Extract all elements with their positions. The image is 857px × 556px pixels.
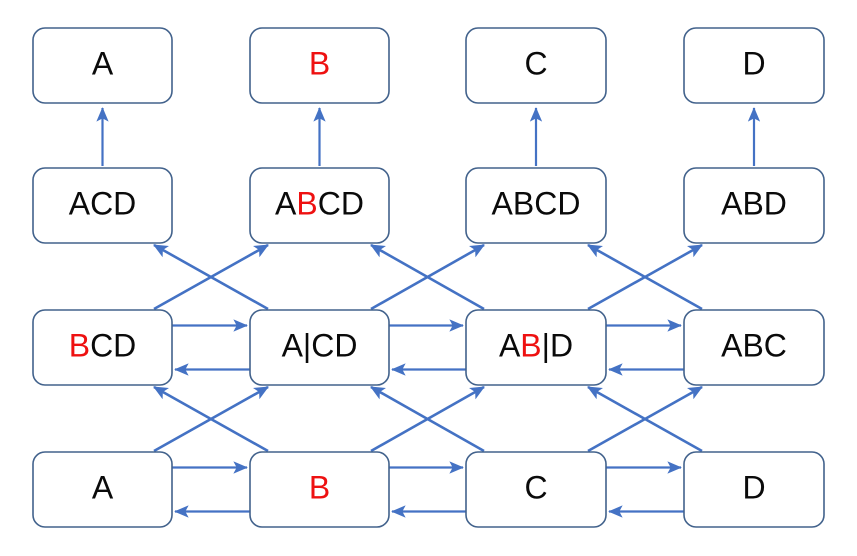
node-c-r0c2[interactable]: C: [465, 27, 607, 104]
node-label: AB|D: [499, 328, 573, 364]
node-label: ABCD: [275, 186, 364, 222]
edge-diagonal-r3c3-to-r2c2: [587, 385, 703, 453]
node-box[interactable]: [683, 309, 825, 386]
label-part-0: B: [309, 46, 330, 82]
node-abcd-r1c1[interactable]: ABCD: [249, 167, 390, 244]
label-part-0: D: [742, 470, 765, 506]
node-abc-r2c3[interactable]: ABC: [683, 309, 825, 386]
node-label: ABCD: [492, 186, 581, 222]
node-a-r3c0[interactable]: A: [32, 451, 173, 528]
node-bcd-r2c0[interactable]: BCD: [32, 309, 173, 386]
node-box[interactable]: [249, 167, 390, 244]
node-label: BCD: [69, 328, 137, 364]
label-part-0: ABC: [721, 328, 787, 364]
node-label: A: [92, 46, 114, 82]
label-part-0: ABD: [721, 186, 787, 222]
label-part-1: B: [520, 328, 541, 364]
node-label: D: [742, 470, 765, 506]
node-box[interactable]: [249, 309, 390, 386]
label-part-0: ABCD: [492, 186, 581, 222]
node-box[interactable]: [249, 27, 390, 104]
edge-layer: [96, 107, 761, 518]
node-a-r0c0[interactable]: A: [32, 27, 173, 104]
label-part-1: B: [296, 186, 317, 222]
node-abd-r1c3[interactable]: ABD: [683, 167, 825, 244]
node-box[interactable]: [465, 451, 607, 528]
node-label: ACD: [69, 186, 137, 222]
node-d-r0c3[interactable]: D: [683, 27, 825, 104]
label-part-0: A: [499, 328, 521, 364]
label-part-0: B: [309, 470, 330, 506]
node-label: A|CD: [282, 328, 358, 364]
label-part-2: |D: [542, 328, 573, 364]
node-box[interactable]: [465, 167, 607, 244]
label-part-0: A: [92, 470, 114, 506]
node-abbard-r2c2[interactable]: AB|D: [465, 309, 607, 386]
node-label: C: [524, 46, 547, 82]
node-box[interactable]: [32, 167, 173, 244]
node-label: B: [309, 46, 330, 82]
node-label: A: [92, 470, 114, 506]
label-part-2: CD: [318, 186, 364, 222]
edge-diagonal-r2c1-to-r1c0: [153, 243, 269, 311]
label-part-1: CD: [90, 328, 136, 364]
node-c-r3c2[interactable]: C: [465, 451, 607, 528]
node-b-r0c1[interactable]: B: [249, 27, 390, 104]
node-box[interactable]: [32, 27, 173, 104]
node-box[interactable]: [683, 167, 825, 244]
label-part-0: C: [524, 46, 547, 82]
node-label: B: [309, 470, 330, 506]
node-label: C: [524, 470, 547, 506]
label-part-0: A: [92, 46, 114, 82]
label-part-0: D: [742, 46, 765, 82]
edge-diagonal-r2c2-to-r1c1: [370, 243, 485, 311]
node-box[interactable]: [465, 27, 607, 104]
node-box[interactable]: [32, 451, 173, 528]
edge-diagonal-r3c1-to-r2c0: [153, 385, 269, 453]
label-part-0: B: [69, 328, 90, 364]
edge-diagonal-r2c3-to-r1c2: [587, 243, 703, 311]
label-part-0: A|CD: [282, 328, 358, 364]
node-box[interactable]: [249, 451, 390, 528]
edge-diagonal-r3c2-to-r2c1: [370, 385, 485, 453]
node-acd-r1c0[interactable]: ACD: [32, 167, 173, 244]
node-box[interactable]: [683, 27, 825, 104]
node-label: ABC: [721, 328, 787, 364]
node-label: D: [742, 46, 765, 82]
node-box[interactable]: [32, 309, 173, 386]
node-b-r3c1[interactable]: B: [249, 451, 390, 528]
node-d-r3c3[interactable]: D: [683, 451, 825, 528]
node-abarcd-r2c1[interactable]: A|CD: [249, 309, 390, 386]
node-box[interactable]: [465, 309, 607, 386]
label-part-0: A: [275, 186, 297, 222]
node-label: ABD: [721, 186, 787, 222]
label-part-0: C: [524, 470, 547, 506]
node-abcd-r1c2[interactable]: ABCD: [465, 167, 607, 244]
node-box[interactable]: [683, 451, 825, 528]
label-part-0: ACD: [69, 186, 137, 222]
